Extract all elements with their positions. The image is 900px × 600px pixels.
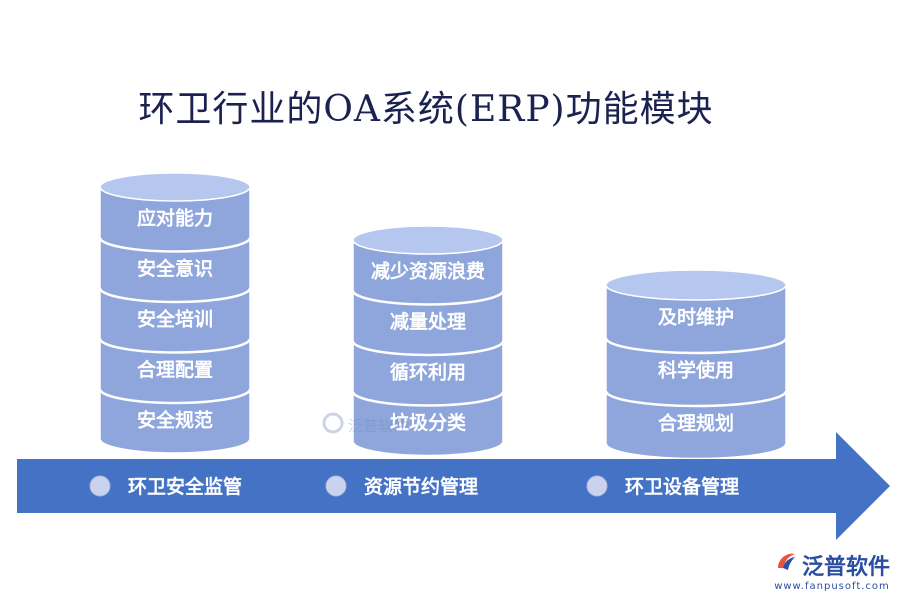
cylinder-rim bbox=[351, 391, 505, 407]
cylinder-segment: 减少资源浪费 bbox=[351, 239, 505, 306]
cylinder-segment: 及时维护 bbox=[604, 284, 788, 355]
cylinder-rim bbox=[98, 338, 252, 354]
cylinder-top bbox=[352, 225, 504, 255]
arrow-module: 环卫安全监管 bbox=[89, 475, 242, 498]
cylinder-top bbox=[605, 269, 787, 301]
cylinder-rim bbox=[351, 290, 505, 306]
stack-item-label: 安全培训 bbox=[137, 307, 213, 330]
stack-item-label: 科学使用 bbox=[658, 359, 734, 382]
arrow-module-label: 环卫设备管理 bbox=[625, 475, 739, 498]
logo-brand-text: 泛普软件 bbox=[801, 555, 890, 580]
stack-item-label: 减少资源浪费 bbox=[371, 259, 485, 282]
cylinder-rim bbox=[98, 237, 252, 253]
cylinder-rim bbox=[98, 439, 252, 455]
stack-item-label: 应对能力 bbox=[137, 206, 213, 229]
cylinder-segment: 减量处理 bbox=[351, 289, 505, 357]
watermark-logo-icon bbox=[322, 412, 344, 438]
logo-icon bbox=[774, 550, 798, 580]
watermark-text: 泛普软件 bbox=[348, 416, 409, 435]
timeline-arrow: 环卫安全监管 资源节约管理 环卫设备管理 bbox=[17, 432, 890, 540]
stack-item-label: 循环利用 bbox=[390, 360, 466, 383]
cylinder-rim bbox=[351, 441, 505, 458]
brand-logo: 泛普软件 www.fanpusoft.com bbox=[774, 549, 890, 592]
cylinder-rim bbox=[98, 287, 252, 304]
arrow-module: 环卫设备管理 bbox=[586, 475, 739, 498]
bullet-dot-icon bbox=[89, 475, 111, 497]
bullet-dot-icon bbox=[586, 475, 608, 497]
stack-item-label: 安全规范 bbox=[137, 408, 213, 431]
stack-item-label: 减量处理 bbox=[390, 310, 466, 333]
arrow-shape bbox=[17, 432, 890, 540]
arrow-module-label: 资源节约管理 bbox=[364, 475, 478, 498]
stack-item-label: 合理配置 bbox=[137, 358, 213, 381]
arrow-module: 资源节约管理 bbox=[325, 475, 478, 498]
page-title: 环卫行业的OA系统(ERP)功能模块 bbox=[138, 89, 714, 130]
cylinder-segment: 垃圾分类 bbox=[351, 390, 505, 458]
bullet-dot-icon bbox=[325, 475, 347, 497]
cylinder-segment: 循环利用 bbox=[351, 340, 505, 407]
cylinder-segment: 安全培训 bbox=[98, 287, 252, 354]
cylinder-rim bbox=[98, 388, 252, 405]
cylinder-rim bbox=[604, 390, 788, 408]
cylinder-segment: 安全规范 bbox=[98, 388, 252, 455]
cylinder-rim bbox=[351, 340, 505, 357]
watermark: 泛普软件 bbox=[322, 412, 408, 438]
cylinder-segment: 安全意识 bbox=[98, 236, 252, 304]
cylinder-segment: 合理规划 bbox=[604, 390, 788, 461]
stack-item-label: 垃圾分类 bbox=[390, 411, 466, 434]
cylinder-segment: 应对能力 bbox=[98, 186, 252, 253]
stack-safety: 安全规范 合理配置 安全培训 安全意识 应对能力 bbox=[98, 172, 252, 455]
cylinder-rim bbox=[604, 337, 788, 355]
cylinder-segment: 合理配置 bbox=[98, 337, 252, 405]
logo-url: www.fanpusoft.com bbox=[774, 581, 890, 592]
stack-resource: 垃圾分类 循环利用 减量处理 减少资源浪费 bbox=[351, 225, 505, 458]
stack-equipment: 合理规划 科学使用 及时维护 bbox=[604, 269, 788, 461]
stack-item-label: 安全意识 bbox=[137, 257, 213, 280]
stack-item-label: 及时维护 bbox=[658, 306, 734, 329]
stack-item-label: 合理规划 bbox=[658, 412, 734, 435]
arrow-module-label: 环卫安全监管 bbox=[128, 475, 242, 498]
cylinder-segment: 科学使用 bbox=[604, 337, 788, 408]
cylinder-top bbox=[99, 172, 251, 202]
